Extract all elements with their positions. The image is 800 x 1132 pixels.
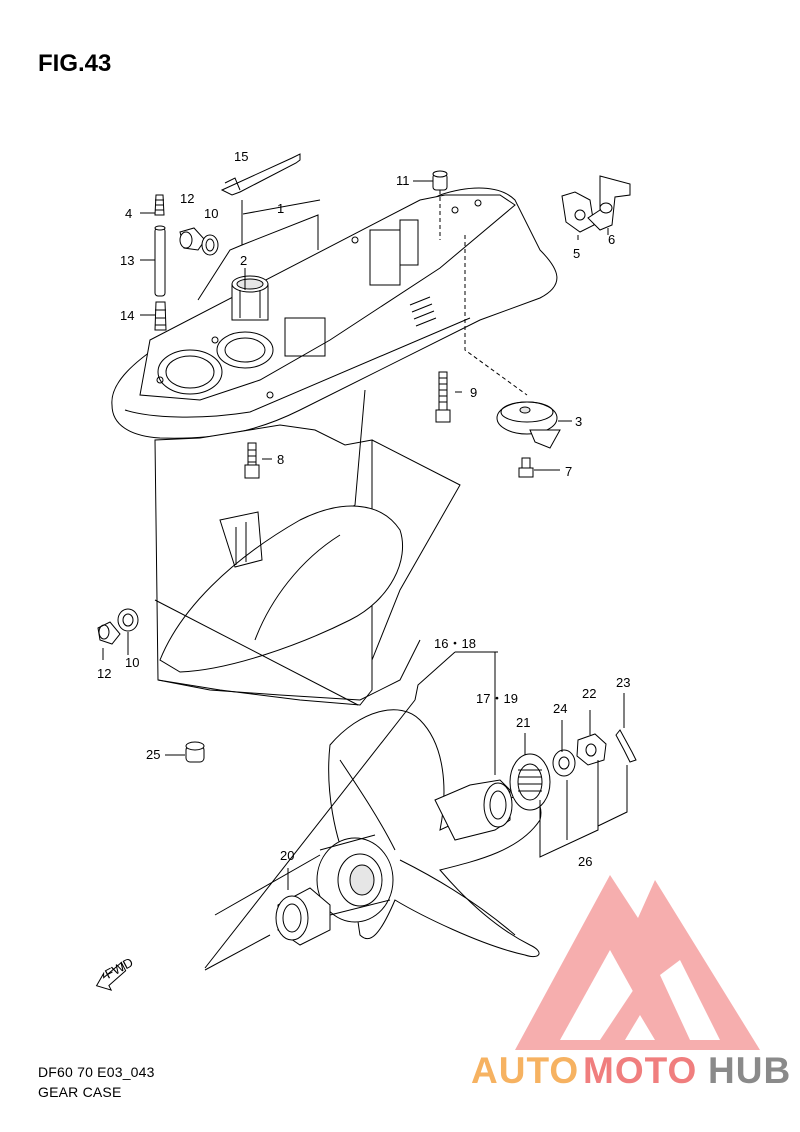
callout-12-bottom: 12 (97, 666, 111, 681)
leader-lines (102, 180, 628, 971)
callout-20: 20 (280, 848, 294, 863)
callout-22: 22 (582, 686, 596, 701)
callout-14: 14 (120, 308, 134, 323)
part-13-water-tube (154, 225, 166, 297)
watermark-word-auto: AUTO (471, 1050, 579, 1091)
part-21-spacer (509, 753, 551, 811)
part-6-plate (587, 175, 631, 231)
part-25-plug (185, 741, 205, 763)
callout-26: 26 (578, 854, 592, 869)
watermark-word-hub: HUB (708, 1050, 791, 1091)
part-23-cotter-pin (615, 729, 637, 763)
fwd-label: FWD (102, 955, 135, 982)
part-12-oil-plug-bottom (97, 621, 121, 645)
callout-10-top: 10 (204, 206, 218, 221)
callout-3: 3 (575, 414, 582, 429)
part-8-bolt (244, 442, 260, 479)
part-10-gasket-top (201, 234, 219, 256)
figure-code: DF60 70 E03_043 (38, 1064, 155, 1080)
part-22-nut (576, 733, 607, 766)
watermark-text: AUTO MOTO HUB (471, 1050, 791, 1091)
callout-6: 6 (608, 232, 615, 247)
callout-23: 23 (616, 675, 630, 690)
part-20-thrust-washer (275, 887, 331, 946)
callout-16-18: 16・18 (434, 636, 476, 651)
callout-10-bottom: 10 (125, 655, 139, 670)
figure-title: FIG.43 (38, 50, 112, 77)
callout-4: 4 (125, 206, 132, 221)
callout-25: 25 (146, 747, 160, 762)
fwd-direction-marker: FWD (95, 955, 136, 991)
callout-17-19: 17・19 (476, 691, 518, 706)
callout-2: 2 (240, 253, 247, 268)
part-2-bushing (231, 275, 269, 321)
callout-15: 15 (234, 149, 248, 164)
callout-11: 11 (396, 173, 410, 188)
part-3-anode (496, 401, 561, 449)
propeller (316, 709, 542, 958)
callout-8: 8 (277, 452, 284, 467)
part-9-bolt (435, 371, 451, 423)
gear-case-housing (111, 187, 558, 706)
part-11-dowel-pin (432, 170, 448, 191)
part-7-bolt (518, 457, 534, 478)
part-12-oil-plug-top (179, 227, 206, 251)
callout-5: 5 (573, 246, 580, 261)
part-10-gasket-bottom (117, 608, 139, 632)
figure-name: GEAR CASE (38, 1084, 122, 1100)
part-4-grommet (154, 194, 165, 216)
watermark-word-moto: MOTO (583, 1050, 697, 1091)
callout-24: 24 (553, 701, 567, 716)
callout-21: 21 (516, 715, 530, 730)
watermark-logo (515, 875, 760, 1050)
part-5-bracket (561, 191, 595, 233)
callout-13: 13 (120, 253, 134, 268)
callout-9: 9 (470, 385, 477, 400)
callout-1: 1 (277, 201, 284, 216)
part-14-grommet (154, 301, 167, 331)
callout-12-top: 12 (180, 191, 194, 206)
callout-labels: 1 2 3 4 5 6 7 8 9 10 10 11 12 12 13 14 1… (97, 149, 630, 869)
callout-7: 7 (565, 464, 572, 479)
part-15-tie-wrap (220, 153, 301, 196)
part-24-washer (552, 749, 576, 777)
